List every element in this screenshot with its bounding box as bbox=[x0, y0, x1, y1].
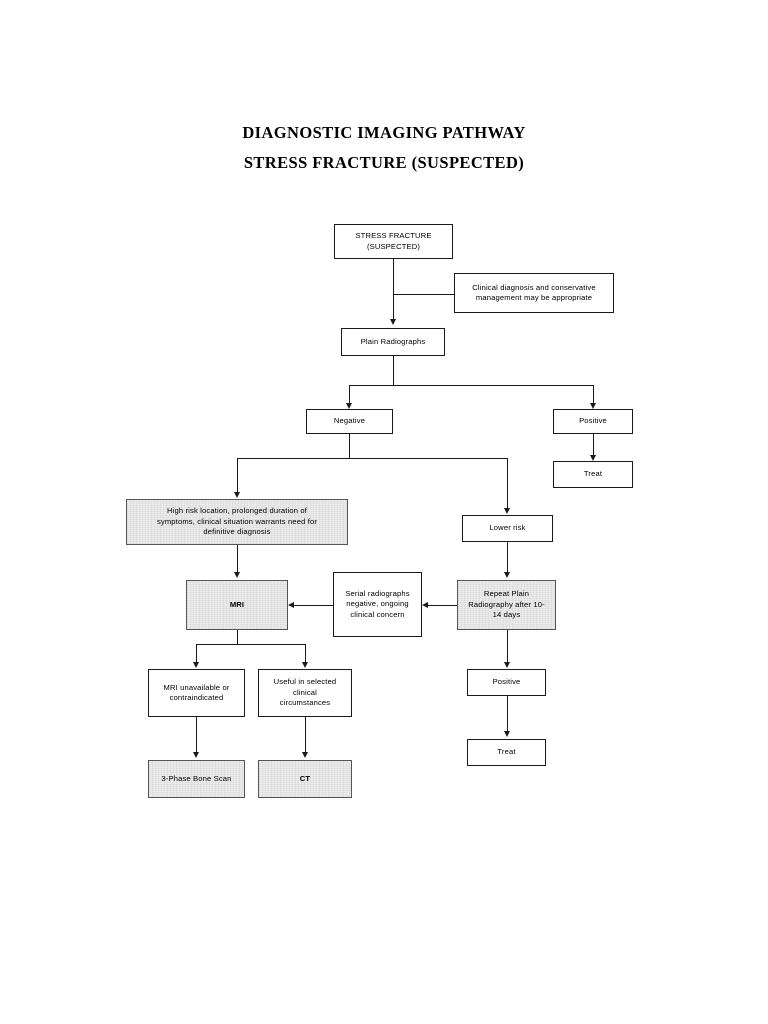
arrowhead-to-high-risk bbox=[233, 492, 240, 498]
arrowhead-to-positive-top bbox=[589, 403, 596, 409]
arrowhead-to-serial-radiographs bbox=[422, 601, 428, 608]
node-repeat-plain-radiography: Repeat Plain Radiography after 10- 14 da… bbox=[457, 580, 556, 630]
connector-stem-to-clinical-note bbox=[393, 294, 454, 295]
node-plain-radiographs-label: Plain Radiographs bbox=[360, 336, 426, 346]
node-treat-bottom-label: Treat bbox=[497, 747, 516, 757]
useful-selected-line-2: clinical bbox=[293, 687, 317, 697]
node-lower-risk-label: Lower risk bbox=[489, 523, 526, 533]
node-serial-radiographs: Serial radiographs negative, ongoing cli… bbox=[333, 572, 422, 637]
node-mri-unavailable: MRI unavailable or contraindicated bbox=[148, 669, 245, 717]
clinical-note-line-1: Clinical diagnosis and conservative bbox=[472, 282, 596, 292]
node-three-phase-bone-scan: 3-Phase Bone Scan bbox=[148, 760, 245, 798]
node-treat-top-label: Treat bbox=[583, 469, 603, 479]
node-treat-bottom: Treat bbox=[467, 739, 546, 766]
connector-serial-to-mri bbox=[294, 605, 333, 606]
high-risk-line-1: High risk location, prolonged duration o… bbox=[167, 506, 307, 516]
node-lower-risk: Lower risk bbox=[462, 515, 553, 542]
connector-repeat-to-positive-bottom bbox=[507, 630, 508, 664]
node-negative: Negative bbox=[306, 409, 393, 434]
node-positive-bottom: Positive bbox=[467, 669, 546, 696]
mri-unavailable-line-1: MRI unavailable or bbox=[163, 682, 230, 692]
arrowhead-to-positive-bottom bbox=[503, 662, 510, 668]
connector-useful-selected-to-ct bbox=[305, 717, 306, 755]
connector-negative-split bbox=[237, 458, 508, 459]
connector-positive-top-to-treat-top bbox=[593, 434, 594, 459]
arrowhead-to-bone-scan bbox=[192, 752, 199, 758]
node-stress-fracture-line-2: (SUSPECTED) bbox=[366, 241, 421, 251]
node-ct: CT bbox=[258, 760, 352, 798]
serial-radiographs-line-3: clinical concern bbox=[350, 609, 405, 619]
connector-repeat-to-serial bbox=[428, 605, 457, 606]
arrowhead-to-useful-selected bbox=[301, 662, 308, 668]
node-negative-label: Negative bbox=[333, 416, 366, 426]
arrowhead-to-treat-top bbox=[589, 455, 596, 461]
node-positive-bottom-label: Positive bbox=[492, 677, 521, 687]
serial-radiographs-line-2: negative, ongoing bbox=[346, 599, 409, 609]
arrowhead-to-mri-unavailable bbox=[192, 662, 199, 668]
node-ct-label: CT bbox=[299, 773, 311, 783]
high-risk-line-2: symptoms, clinical situation warrants ne… bbox=[156, 516, 318, 526]
arrowhead-to-plain-radiographs bbox=[389, 319, 396, 325]
node-plain-radiographs: Plain Radiographs bbox=[341, 328, 445, 356]
arrowhead-to-negative bbox=[345, 403, 352, 409]
connector-high-risk-to-mri bbox=[237, 545, 238, 574]
node-stress-fracture-suspected: STRESS FRACTURE (SUSPECTED) bbox=[334, 224, 453, 259]
connector-split-to-positive bbox=[593, 385, 594, 405]
useful-selected-line-3: circumstances bbox=[279, 698, 331, 708]
connector-lower-risk-to-repeat-radiography bbox=[507, 542, 508, 574]
connector-mri-unavailable-to-bone-scan bbox=[196, 717, 197, 755]
connector-plain-radiographs-down bbox=[393, 356, 394, 385]
node-stress-fracture-line-1: STRESS FRACTURE bbox=[355, 231, 432, 240]
node-useful-selected-circumstances: Useful in selected clinical circumstance… bbox=[258, 669, 352, 717]
connector-start-to-plain-radiographs bbox=[393, 259, 394, 321]
connector-split-to-mri-unavailable bbox=[196, 644, 197, 664]
page-title: DIAGNOSTIC IMAGING PATHWAY STRESS FRACTU… bbox=[0, 118, 768, 178]
connector-split-to-useful-selected bbox=[305, 644, 306, 664]
node-mri: MRI bbox=[186, 580, 288, 630]
title-line-1: DIAGNOSTIC IMAGING PATHWAY bbox=[242, 123, 526, 142]
node-positive-top: Positive bbox=[553, 409, 633, 434]
arrowhead-to-repeat-radiography bbox=[503, 572, 510, 578]
serial-radiographs-line-1: Serial radiographs bbox=[345, 588, 410, 598]
connector-positive-bottom-to-treat-bottom bbox=[507, 696, 508, 734]
arrowhead-to-mri-from-serial bbox=[288, 601, 294, 608]
connector-mri-down bbox=[237, 630, 238, 644]
repeat-plain-line-3: 14 days bbox=[492, 610, 521, 620]
node-positive-top-label: Positive bbox=[579, 416, 607, 426]
connector-negative-down bbox=[349, 434, 350, 458]
arrowhead-to-ct bbox=[301, 752, 308, 758]
useful-selected-line-1: Useful in selected bbox=[273, 677, 337, 687]
high-risk-line-3: definitive diagnosis bbox=[203, 527, 271, 537]
arrowhead-to-treat-bottom bbox=[503, 731, 510, 737]
connector-plain-radiographs-split bbox=[349, 385, 594, 386]
node-treat-top: Treat bbox=[553, 461, 633, 488]
node-mri-label: MRI bbox=[229, 599, 245, 609]
connector-split-to-lower-risk bbox=[507, 458, 508, 510]
connector-split-to-high-risk bbox=[237, 458, 238, 494]
node-clinical-diagnosis-note: Clinical diagnosis and conservative mana… bbox=[454, 273, 614, 313]
mri-unavailable-line-2: contraindicated bbox=[169, 693, 224, 702]
connector-mri-split bbox=[196, 644, 305, 645]
repeat-plain-line-1: Repeat Plain bbox=[483, 589, 530, 599]
connector-split-to-negative bbox=[349, 385, 350, 405]
node-bone-scan-label: 3-Phase Bone Scan bbox=[161, 773, 232, 783]
clinical-note-line-2: management may be appropriate bbox=[475, 293, 593, 302]
title-line-2: STRESS FRACTURE (SUSPECTED) bbox=[243, 153, 525, 172]
arrowhead-to-mri bbox=[233, 572, 240, 578]
arrowhead-to-lower-risk bbox=[503, 508, 510, 514]
repeat-plain-line-2: Radiography after 10- bbox=[468, 599, 545, 609]
node-high-risk-criteria: High risk location, prolonged duration o… bbox=[126, 499, 348, 545]
